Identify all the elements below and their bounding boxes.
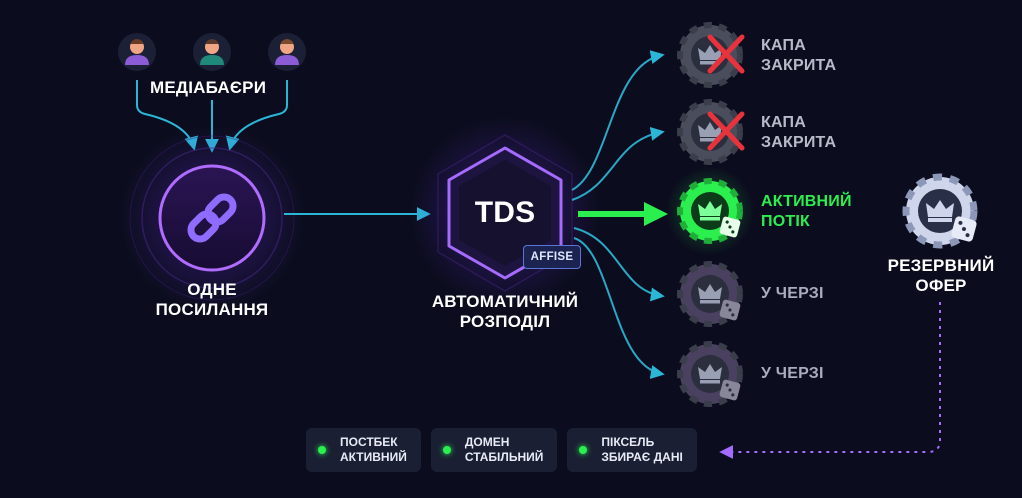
stream-label-closed: КАПА ЗАКРИТА: [761, 37, 837, 74]
dice-icon: [719, 299, 741, 321]
avatar-group: [118, 33, 306, 71]
stream-label-queued: У ЧЕРЗІ: [761, 285, 824, 302]
reserve-fallback-arrow: [719, 302, 941, 459]
stream-chip-closed: [677, 22, 745, 88]
media-buyer-avatar-2: [193, 33, 231, 71]
stream-chip-active: [666, 167, 754, 255]
stream-chip-queued: [677, 261, 743, 327]
crown-icon: [698, 45, 722, 60]
crown-icon: [698, 201, 722, 216]
stream-label-closed: КАПА ЗАКРИТА: [761, 114, 837, 151]
crown-icon: [698, 364, 722, 379]
cross-icon: [707, 111, 745, 151]
stream-label-active: АКТИВНИЙ ПОТІК: [761, 193, 852, 230]
affise-badge: AFFISE: [523, 245, 581, 269]
auto-distribution-label: АВТОМАТИЧНИЙ РОЗПОДІЛ: [431, 292, 579, 331]
status-badge-pixel: ПІКСЕЛЬ ЗБИРАЄ ДАНІ: [567, 428, 697, 472]
active-flow-arrow: [578, 202, 668, 226]
status-badges: ПОСТБЕК АКТИВНИЙ ДОМЕН СТАБІЛЬНИЙ ПІКСЕЛ…: [306, 428, 697, 472]
status-dot: [442, 446, 451, 454]
dice-icon: [951, 216, 977, 242]
crown-icon: [698, 122, 722, 137]
tds-title: TDS: [474, 196, 536, 229]
media-buyers-label: МЕДІАБАЄРИ: [150, 78, 267, 97]
crown-icon: [698, 284, 722, 299]
stream-label-queued: У ЧЕРЗІ: [761, 365, 824, 382]
reserve-offer-chip: [902, 173, 978, 249]
status-badge-postback: ПОСТБЕК АКТИВНИЙ: [306, 428, 421, 472]
status-dot: [318, 446, 326, 454]
stream-chip-closed: [677, 99, 745, 165]
one-link-label: ОДНЕ ПОСИЛАННЯ: [155, 280, 269, 319]
stream-chip-queued: [677, 341, 743, 407]
status-dot: [579, 446, 588, 454]
dice-icon: [719, 216, 741, 238]
dice-icon: [719, 379, 741, 401]
media-buyer-avatar-3: [268, 33, 306, 71]
one-link-node: [120, 126, 304, 310]
media-buyer-avatar-1: [118, 33, 156, 71]
stream-chips: [666, 22, 754, 407]
cross-icon: [707, 34, 745, 74]
tds-flows: [571, 50, 665, 379]
status-badge-domain: ДОМЕН СТАБІЛЬНИЙ: [430, 428, 558, 472]
reserve-offer-label: РЕЗЕРВНИЙ ОФЕР: [887, 256, 995, 295]
